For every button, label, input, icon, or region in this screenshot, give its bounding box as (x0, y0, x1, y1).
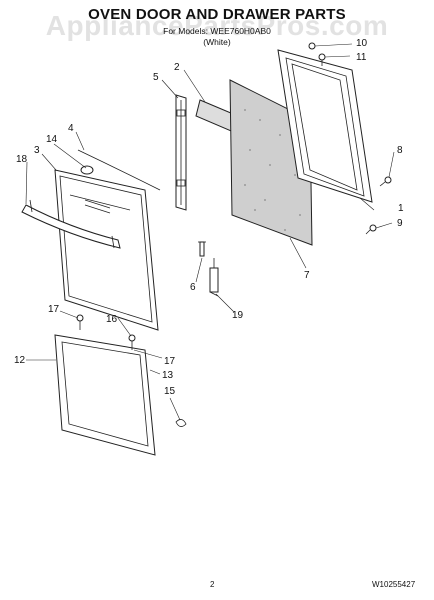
callout-14: 14 (46, 134, 58, 145)
callout-17-bottom: 17 (164, 356, 176, 367)
screws-side (365, 176, 392, 235)
callout-1: 1 (398, 203, 404, 214)
callout-13: 13 (162, 370, 174, 381)
callout-5: 5 (153, 72, 159, 83)
callout-16: 16 (106, 314, 118, 325)
callout-11: 11 (356, 52, 367, 63)
callout-labels: 1 2 3 4 5 6 7 8 9 10 11 12 13 14 15 16 1… (14, 38, 404, 397)
drawer-screws (76, 314, 136, 350)
callout-7: 7 (304, 270, 310, 281)
callout-17-top: 17 (48, 304, 60, 315)
callout-15: 15 (164, 386, 176, 397)
door-window-clip (80, 165, 111, 214)
door-hinge (209, 258, 219, 297)
door-gasket-strip (77, 149, 161, 191)
inner-door-liner (277, 49, 373, 203)
drawer-clip (175, 419, 187, 427)
hinge-screw (198, 241, 206, 257)
callout-10: 10 (356, 38, 368, 49)
callout-4: 4 (68, 123, 74, 134)
callout-12: 12 (14, 355, 26, 366)
drawer-front-panel (54, 334, 156, 456)
model-line: For Models: WEE760H0AB0 (163, 26, 271, 36)
callout-2: 2 (174, 62, 180, 73)
document-number: W10255427 (372, 580, 416, 589)
callout-8: 8 (397, 145, 403, 156)
page-number: 2 (210, 580, 215, 589)
door-hinge-channel (175, 94, 187, 211)
leader-lines (25, 43, 395, 421)
screws-top (308, 42, 326, 66)
color-line: (White) (203, 37, 231, 47)
page-title: OVEN DOOR AND DRAWER PARTS (88, 6, 346, 23)
callout-3: 3 (34, 145, 40, 156)
callout-19: 19 (232, 310, 244, 321)
door-handle (21, 199, 121, 249)
callout-6: 6 (190, 282, 196, 293)
callout-18: 18 (16, 154, 28, 165)
outer-door-panel (54, 169, 159, 331)
callout-9: 9 (397, 218, 403, 229)
